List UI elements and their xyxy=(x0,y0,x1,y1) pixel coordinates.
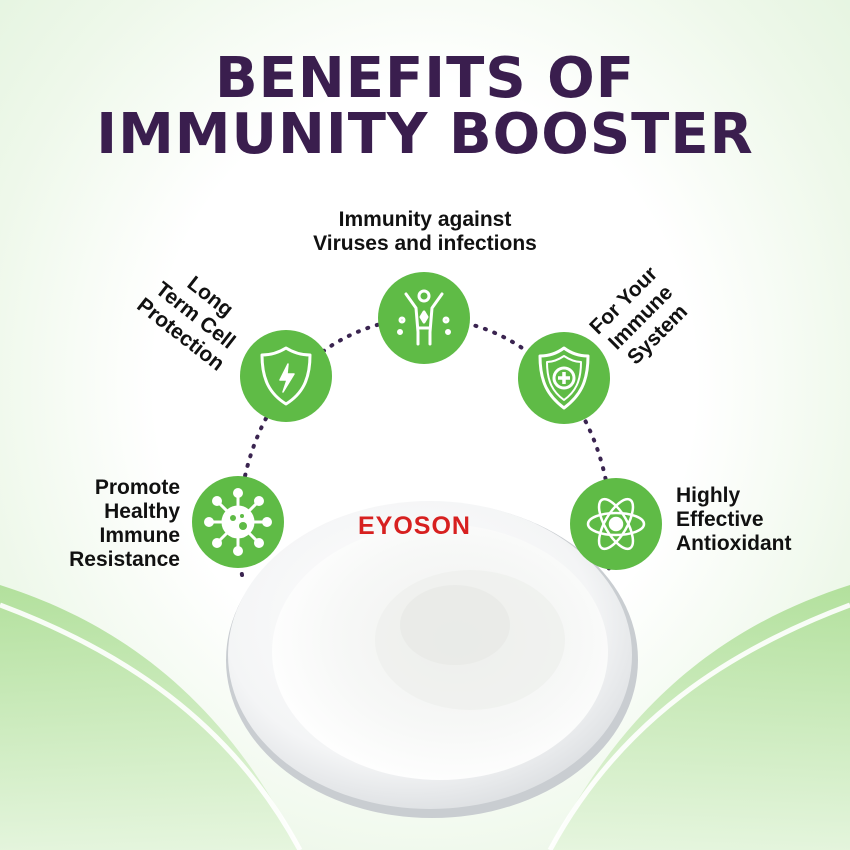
atom-icon xyxy=(586,497,646,551)
benefit-label-line: Healthy xyxy=(104,500,180,523)
benefit-label-line: Immune xyxy=(99,524,180,547)
benefit-label-line: Highly xyxy=(676,484,741,507)
powder-bowl-image xyxy=(226,501,638,818)
benefit-label-line: Viruses and infections xyxy=(313,232,537,255)
benefit-label-antioxidant: Highly Effective Antioxidant xyxy=(676,484,826,556)
benefit-label-line: Resistance xyxy=(69,548,180,571)
brand-logo-text: EYOSON xyxy=(358,512,471,540)
shield-lightning-icon xyxy=(260,346,312,406)
virus-icon xyxy=(204,488,272,556)
left-green-wave xyxy=(0,585,300,850)
shield-plus-icon xyxy=(538,346,590,410)
benefit-label-promote: Promote Healthy Immune Resistance xyxy=(40,476,180,572)
benefit-circle-promote xyxy=(192,476,284,568)
benefit-label-line: Promote xyxy=(94,476,180,499)
benefit-circle-long-term xyxy=(240,330,332,422)
benefit-label-line: Effective xyxy=(676,508,764,531)
benefit-label-line: Antioxidant xyxy=(676,532,792,555)
right-green-wave xyxy=(550,585,850,850)
person-arms-raised-icon xyxy=(397,289,451,346)
benefit-label-line: Immunity against xyxy=(338,208,512,231)
benefit-circle-immune-system xyxy=(518,332,610,424)
benefit-label-immunity: Immunity against Viruses and infections xyxy=(0,208,850,256)
benefit-circle-antioxidant xyxy=(570,478,662,570)
page-title-line-1: BENEFITS OF xyxy=(214,46,636,111)
page-title-line-2: IMMUNITY BOOSTER xyxy=(96,102,754,167)
benefit-circle-immunity xyxy=(378,272,470,364)
